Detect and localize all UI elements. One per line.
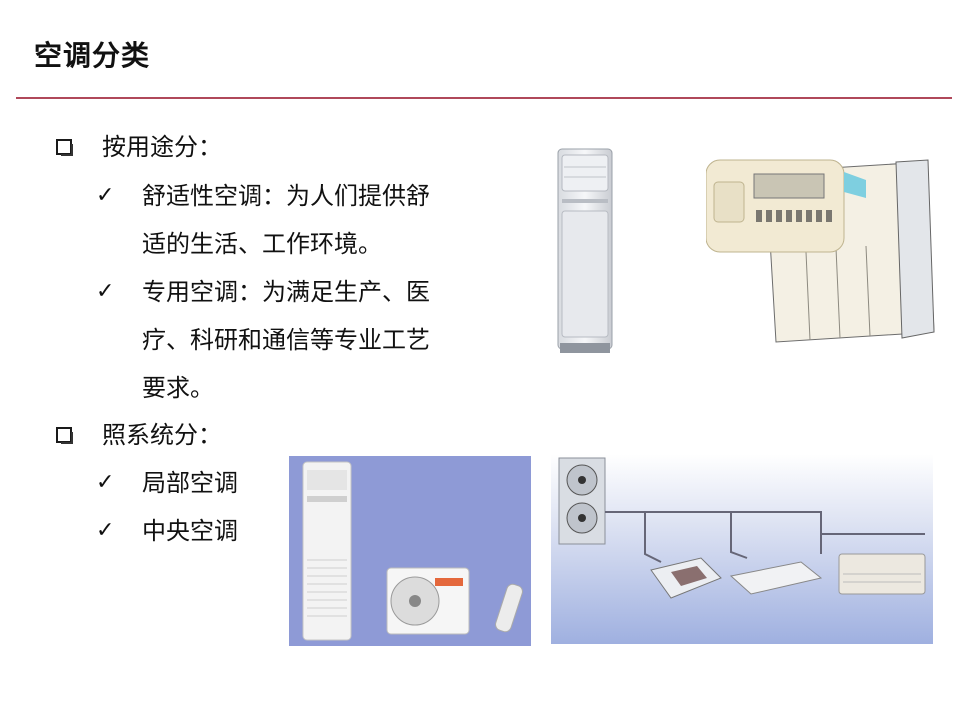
checkmark-icon: ✓	[96, 183, 115, 208]
checkmark-icon: ✓	[96, 279, 115, 304]
section-heading-system: 照系统分：	[102, 421, 222, 449]
central-ac-system-photo	[551, 454, 933, 644]
checkmark-icon: ✓	[96, 470, 115, 495]
bullet-special-line-3: 要求。	[142, 374, 214, 402]
slide-title: 空调分类	[34, 39, 151, 72]
bullet-comfort-line-2: 适的生活、工作环境。	[142, 230, 382, 258]
bullet-local-ac: 局部空调	[142, 469, 238, 497]
bullet-special-line-2: 疗、科研和通信等专业工艺	[142, 326, 430, 354]
precision-ac-photo	[706, 159, 935, 343]
bullet-comfort-line-1: 舒适性空调：为人们提供舒	[142, 182, 430, 210]
checkbox-square-icon	[56, 427, 73, 444]
split-ac-photo	[289, 456, 531, 646]
bullet-special-line-1: 专用空调：为满足生产、医	[142, 278, 430, 306]
checkbox-square-icon	[56, 139, 73, 156]
checkmark-icon: ✓	[96, 518, 115, 543]
tower-ac-photo	[557, 148, 613, 353]
section-heading-usage: 按用途分：	[102, 133, 222, 161]
title-divider	[16, 97, 952, 99]
bullet-central-ac: 中央空调	[142, 517, 238, 545]
